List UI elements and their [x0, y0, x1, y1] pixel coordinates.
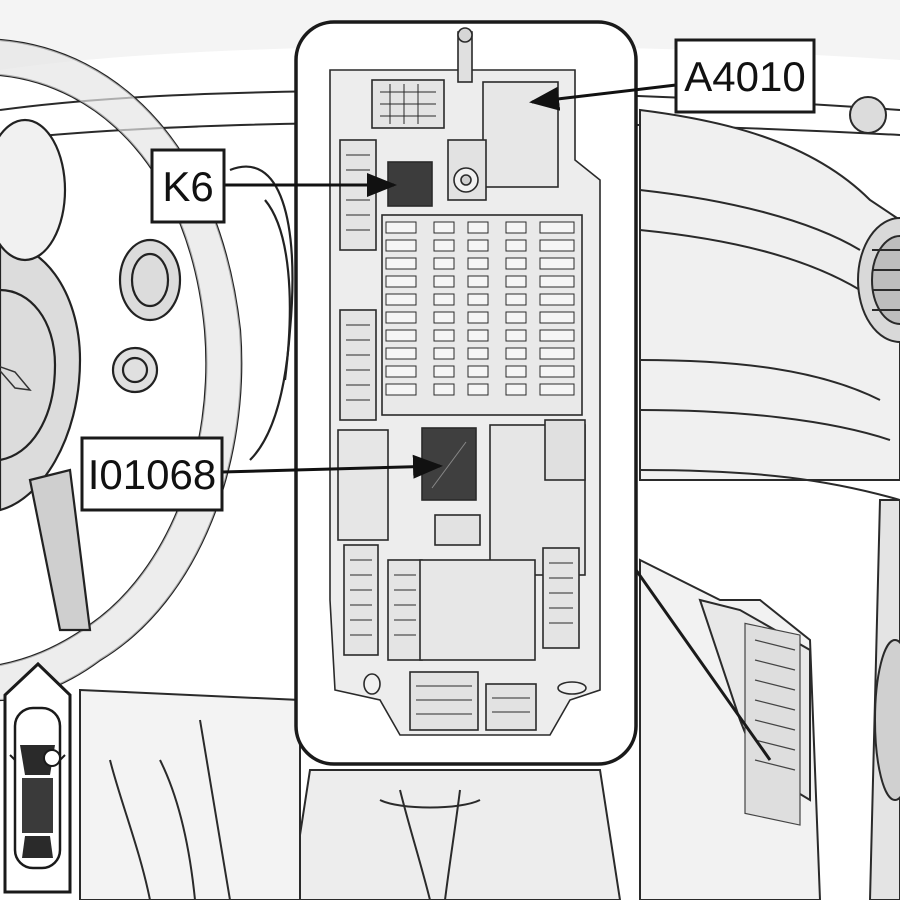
relay-k6 [387, 161, 433, 207]
fuse-grid [385, 221, 575, 396]
car-top-view-location-icon [3, 661, 72, 894]
label-a4010-box: A4010 [674, 38, 816, 114]
callout-arrows [221, 83, 677, 479]
arrow-i01068 [221, 454, 443, 479]
label-a4010: A4010 [684, 53, 805, 100]
label-i01068: I01068 [88, 451, 216, 498]
small-fuse-box-in-car [744, 622, 801, 826]
label-i01068-box: I01068 [80, 436, 224, 512]
steering-wheel [0, 38, 294, 702]
air-vent-right [857, 217, 900, 343]
arrow-a4010 [529, 83, 677, 111]
label-k6: K6 [162, 163, 213, 210]
fuse-box-module [329, 27, 601, 736]
label-k6-box: K6 [150, 148, 226, 224]
mini-wings-logo-icon [0, 365, 32, 391]
chip-i01068 [421, 427, 477, 501]
